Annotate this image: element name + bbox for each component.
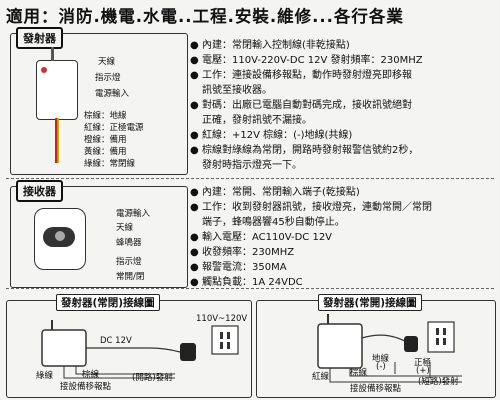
- page-title: 適用：消防.機電.水電..工程.安裝.維修...各行各業: [6, 7, 404, 26]
- diagram-nc-trigger: (開路)發射: [132, 373, 173, 383]
- rx-spec: ●內建：常開、常閉輸入端子(乾接點): [190, 187, 360, 198]
- receiver-specs: ●內建：常開、常閉輸入端子(乾接點) ●工作：收到發射器訊號，接收燈亮，連動常開…: [190, 185, 432, 290]
- diagram-no-equip: 接設備移報點: [350, 384, 402, 394]
- rx-spec: ●工作：收到發射器訊號，接收燈亮，連動常開／常閉: [190, 202, 432, 213]
- diagram-nc-title: 發射器(常閉)接線圖: [56, 294, 160, 311]
- transmitter-panel: [10, 33, 188, 175]
- diagram-no-red: 紅線: [312, 372, 330, 382]
- rx-spec: ●輸入電壓：AC110V-DC 12V: [190, 232, 333, 243]
- tx-spec: ●內建：常閉輸入控制線(非乾接點): [190, 40, 350, 51]
- diagram-nc-voltage: 110V~120V: [196, 314, 248, 324]
- transmitter-wires: [55, 118, 59, 163]
- receiver-panel: [10, 186, 188, 288]
- transmitter-section-label: 發射器: [16, 27, 63, 49]
- tx-spec: ●電壓：110V-220V-DC 12V 發射頻率：230MHZ: [190, 55, 423, 66]
- tx-spec-cont: 正確，發射訊號不漏接。: [202, 115, 312, 126]
- tx-spec: ●棕線對綠線為常閉，開路時發射報警信號約2秒，: [190, 145, 419, 156]
- diagram-no-positive: 正極: [414, 358, 432, 368]
- diagram-no-ground: 地線: [372, 354, 390, 364]
- receiver-section-label: 接收器: [16, 180, 63, 202]
- tx-spec-cont: 發射時指示燈亮一下。: [202, 160, 302, 171]
- transmitter-specs: ●內建：常閉輸入控制線(非乾接點) ●電壓：110V-220V-DC 12V 發…: [190, 38, 423, 173]
- rx-spec: ●收發頻率：230MHZ: [190, 247, 295, 258]
- diagram-nc-brown: 棕線: [82, 370, 100, 380]
- diagram-nc-equip: 接設備移報點: [60, 382, 112, 392]
- diagram-no-ground-sign: (-): [376, 362, 386, 372]
- rx-part-antenna: 天線: [116, 223, 134, 233]
- tx-spec: ●對碼：出廠已電腦自動對碼完成，接收訊號絕對: [190, 100, 412, 111]
- tx-part-antenna: 天線: [98, 57, 116, 67]
- diagram-nc-green: 綠線: [36, 371, 54, 381]
- receiver-device-image: [34, 208, 86, 270]
- tx-part-green: 綠線：常閉線: [84, 159, 136, 169]
- rx-part-indicator: 指示燈: [116, 257, 142, 267]
- tx-part-brown: 棕線：地線: [84, 111, 127, 121]
- diagram-no-positive-sign: (+): [416, 366, 430, 376]
- rx-part-buzzer: 蜂鳴器: [116, 238, 142, 248]
- tx-part-power: 電源輸入: [95, 89, 130, 99]
- rx-part-nonc: 常開/閉: [116, 272, 145, 282]
- divider: [6, 288, 494, 289]
- tx-spec-cont: 訊號至接收器。: [202, 85, 272, 96]
- rx-spec: ●報警電流：350MA: [190, 262, 287, 273]
- diagram-no-brown: 棕線: [350, 368, 368, 378]
- tx-spec: ●工作：連接設備移報點，動作時發射燈亮即移報: [190, 70, 412, 81]
- tx-part-orange: 橙線：備用: [84, 135, 127, 145]
- rx-spec-cont: 端子，蜂鳴器響45秒自動停止。: [202, 217, 345, 228]
- rx-part-power: 電源輸入: [116, 209, 151, 219]
- transmitter-device-image: [36, 47, 78, 120]
- divider: [6, 178, 494, 179]
- diagram-no-title: 發射器(常開)接線圖: [318, 294, 422, 311]
- rx-spec: ●觸點負載：1A 24VDC: [190, 277, 303, 288]
- tx-part-red: 紅線：正極電源: [84, 123, 144, 133]
- tx-part-indicator: 指示燈: [95, 73, 121, 83]
- diagram-no-trigger: (短路)發射: [418, 377, 459, 387]
- tx-part-yellow: 黃線：備用: [84, 147, 127, 157]
- tx-spec: ●紅線：+12V 棕線：(-)地線(共線): [190, 130, 353, 141]
- diagram-nc-dc: DC 12V: [100, 336, 132, 346]
